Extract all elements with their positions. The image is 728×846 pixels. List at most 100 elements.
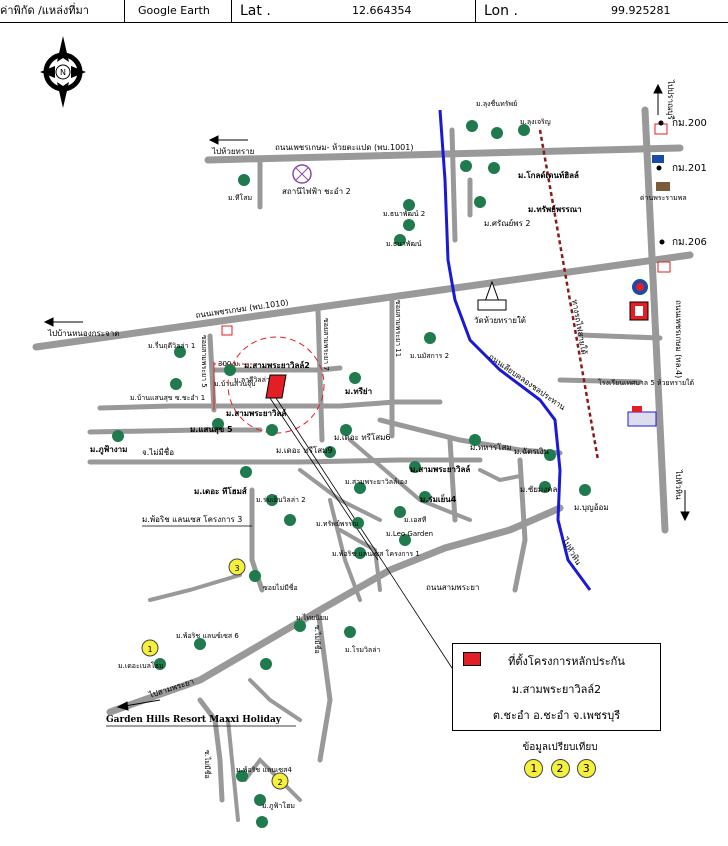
svg-text:ม.ลุงเจริญ: ม.ลุงเจริญ [520, 118, 551, 126]
svg-text:ม.ธนาพัฒน์: ม.ธนาพัฒน์ [386, 240, 422, 248]
svg-text:จ.ไม่มีชื่อ: จ.ไม่มีชื่อ [142, 446, 174, 457]
svg-text:ม.ชัยมงคล: ม.ชัยมงคล [520, 485, 557, 494]
school-label: โรงเรียนเทศบาล 5 ห้วยทรายใต้ [598, 378, 694, 387]
police-label: ด่านพระรามพล [640, 194, 687, 202]
road-network [32, 106, 694, 822]
village-labels: ม.ลุงชื่นทรัพย์ ม.ลุงเจริญ ม.ทีโสม ม.โกล… [90, 99, 609, 810]
svg-text:ม.ลาลีวิลล่า: ม.ลาลีวิลล่า [234, 376, 270, 384]
svg-text:ม.ศรัณย์พร 2: ม.ศรัณย์พร 2 [484, 218, 531, 228]
lat-value: 12.664354 [352, 4, 412, 17]
north-arrow-icon: N [40, 36, 86, 108]
svg-text:ม.ไทยนิยม: ม.ไทยนิยม [296, 613, 329, 622]
direction-khlong-krachao: ไปบ้านหนองกระจาด [47, 329, 119, 338]
svg-text:ม.รื่นฤดีวิลล่า 1: ม.รื่นฤดีวิลล่า 1 [148, 341, 195, 350]
direction-pran: ไปปราณบุรี [666, 79, 675, 120]
coordinate-header: ค่าพิกัด /แหล่งที่มา Google Earth Lat . … [0, 0, 728, 23]
svg-text:ม.ลุงชื่นทรัพย์: ม.ลุงชื่นทรัพย์ [476, 99, 517, 108]
top-road-label: ถนนเพชรเกษม- ห้วยตะแปด (พบ.1001) [275, 143, 413, 152]
svg-text:ม.พ้อริช แลนเซส โครงการ 3: ม.พ้อริช แลนเซส โครงการ 3 [142, 514, 242, 524]
comparison-title: ข้อมูลเปรียบเทียบ [522, 742, 598, 753]
km-marker-201: กม.201 [672, 163, 707, 174]
svg-text:ม.พ้อริช แลนเซส โครงการ 1: ม.พ้อริช แลนเซส โครงการ 1 [332, 549, 420, 558]
marker-2: 2 [277, 778, 282, 787]
lon-label: Lon . [484, 3, 518, 19]
convenience-store-icon-2 [657, 261, 671, 273]
svg-text:ม.เดอะ ทรีโสม9: ม.เดอะ ทรีโสม9 [276, 445, 333, 455]
svg-text:ม.ทรีย่า: ม.ทรีย่า [345, 386, 372, 396]
marker-1: 1 [147, 645, 152, 654]
legend-address: ต.ชะอำ อ.ชะอำ จ.เพชรบุรี [492, 709, 621, 722]
comparison-item-3: 3 [576, 759, 596, 778]
svg-text:ม.ธนาพัฒน์ 2: ม.ธนาพัฒน์ 2 [383, 210, 425, 218]
comparison-item-1: 1 [524, 759, 544, 778]
svg-text:ม.โรมวิลล่า: ม.โรมวิลล่า [345, 645, 380, 654]
svg-text:ม.ร่มเย็นวิลล่า 2: ม.ร่มเย็นวิลล่า 2 [256, 495, 306, 504]
svg-text:ม.ทรัพย์พรรณา: ม.ทรัพย์พรรณา [528, 204, 582, 214]
direction-hua-hin: ไปหัวหิน [674, 469, 683, 500]
sam-phraya-road [106, 504, 564, 716]
svg-text:ม.สามพระยาวิลล์เอง: ม.สามพระยาวิลล์เอง [345, 478, 407, 486]
main-road [32, 251, 694, 351]
village-tree-icons [112, 120, 591, 828]
comparison-markers: 3 1 2 [141, 558, 289, 790]
resort-label: Garden Hills Resort Maxxi Holiday [106, 715, 282, 725]
temple-label: วัดห้วยทรายใต้ [474, 316, 526, 325]
police-icon [656, 182, 670, 191]
svg-text:ม.นมัสการ 2: ม.นมัสการ 2 [410, 352, 449, 360]
legend-project: ม.สามพระยาวิลล์2 [511, 683, 602, 696]
soi-11-label: ซอยสามพระยา 11 [394, 300, 402, 357]
soi-5-label: ซอยสามพระยา 5 [200, 335, 208, 388]
compass-letter: N [60, 68, 66, 77]
convenience-store-icon-3 [221, 325, 233, 336]
svg-text:ม.สามพระยาวิลล์: ม.สามพระยาวิลล์ [410, 464, 470, 474]
highway-label: ถนนเพชรเกษม (ทล.4) [674, 300, 683, 378]
legend-title: ที่ตั้งโครงการหลักประกัน [508, 655, 625, 668]
legend-box: ที่ตั้งโครงการหลักประกัน ม.สามพระยาวิลล์… [452, 643, 661, 731]
sam-phraya-road-label: ถนนสามพระยา [426, 583, 479, 592]
location-map: N [32, 36, 707, 828]
comparison-legend: ข้อมูลเปรียบเทียบ 1 2 3 [500, 740, 620, 778]
km-marker-200: กม.200 [672, 118, 707, 129]
direction-huai-sai: ไปห้วยทราย [211, 147, 254, 156]
project-parcel [265, 374, 287, 399]
bank-icon [652, 155, 664, 163]
direction-arrows [43, 83, 690, 711]
svg-text:ม.พ้อริช แลนเซส4: ม.พ้อริช แลนเซส4 [236, 766, 292, 774]
svg-text:ม.พ้อริช แลนซ์เซส 6: ม.พ้อริช แลนซ์เซส 6 [176, 632, 239, 640]
canal-label: ถนนเลียบคลองชลประทาน [487, 352, 567, 412]
direction-sam-phraya: ไปสามพระยา [147, 677, 195, 700]
svg-text:ม.บ้านแสนสุข ซ.ชะอำ 1: ม.บ้านแสนสุข ซ.ชะอำ 1 [130, 394, 205, 402]
soi-bottom-label: ซ.ไม่มีชื่อ [203, 750, 212, 779]
project-label: ม.สามพระยาวิลล์2 [244, 360, 310, 370]
source-value: Google Earth [138, 4, 210, 17]
marker-3: 3 [234, 564, 239, 573]
temple-icon [477, 280, 507, 311]
svg-text:ม.เดอะ ทีโฮมส์: ม.เดอะ ทีโฮมส์ [194, 486, 247, 496]
railway-label: ทางรถไฟสายใต้ [570, 299, 589, 355]
soi-mai-mee-label: ซอยไม่มีชื่อ [263, 583, 298, 592]
svg-text:ม.แสนสุข 5: ม.แสนสุข 5 [190, 425, 233, 435]
svg-text:ม.สามพระยาวิลล์: ม.สามพระยาวิลล์ [226, 408, 286, 418]
school-icon [627, 406, 657, 427]
power-station-label: สถานีไฟฟ้า ชะอำ 2 [282, 187, 351, 196]
svg-text:ม.ภูฟ้าโฮม: ม.ภูฟ้าโฮม [262, 801, 295, 810]
svg-text:ม.ภูฟ้างาม: ม.ภูฟ้างาม [90, 444, 127, 455]
highway [641, 106, 669, 534]
project-swatch [463, 652, 481, 666]
km-marker-206: กม.206 [672, 237, 707, 248]
comparison-item-2: 2 [550, 759, 570, 778]
svg-text:ม.ร่มเย็น4: ม.ร่มเย็น4 [420, 493, 457, 504]
lat-label: Lat . [240, 3, 271, 19]
svg-text:ม.ทีโสม: ม.ทีโสม [228, 193, 252, 202]
svg-text:ม.Leo Garden: ม.Leo Garden [386, 530, 433, 538]
svg-text:ม.ทหารโสม: ม.ทหารโสม [470, 442, 512, 452]
location-source-label: ค่าพิกัด /แหล่งที่มา [0, 4, 89, 17]
svg-text:ม.บ้านสวนจุ๊บ: ม.บ้านสวนจุ๊บ [214, 380, 256, 388]
soi-7-label: ซอยสามพระยา 7 [322, 318, 330, 371]
svg-text:ม.ฉัตรเงิน: ม.ฉัตรเงิน [514, 447, 549, 456]
soi-mai-mee-2-label: ซ.ไม่มีชื่อ [313, 625, 322, 654]
svg-text:ม.เอสที: ม.เอสที [404, 516, 427, 524]
svg-text:ม.เดอะ ทรีโสม6: ม.เดอะ ทรีโสม6 [334, 432, 391, 442]
distance-label-text: 300 ม. [218, 360, 240, 368]
svg-text:ม.โกลด์เดนท์ฮิลล์: ม.โกลด์เดนท์ฮิลล์ [518, 170, 579, 180]
